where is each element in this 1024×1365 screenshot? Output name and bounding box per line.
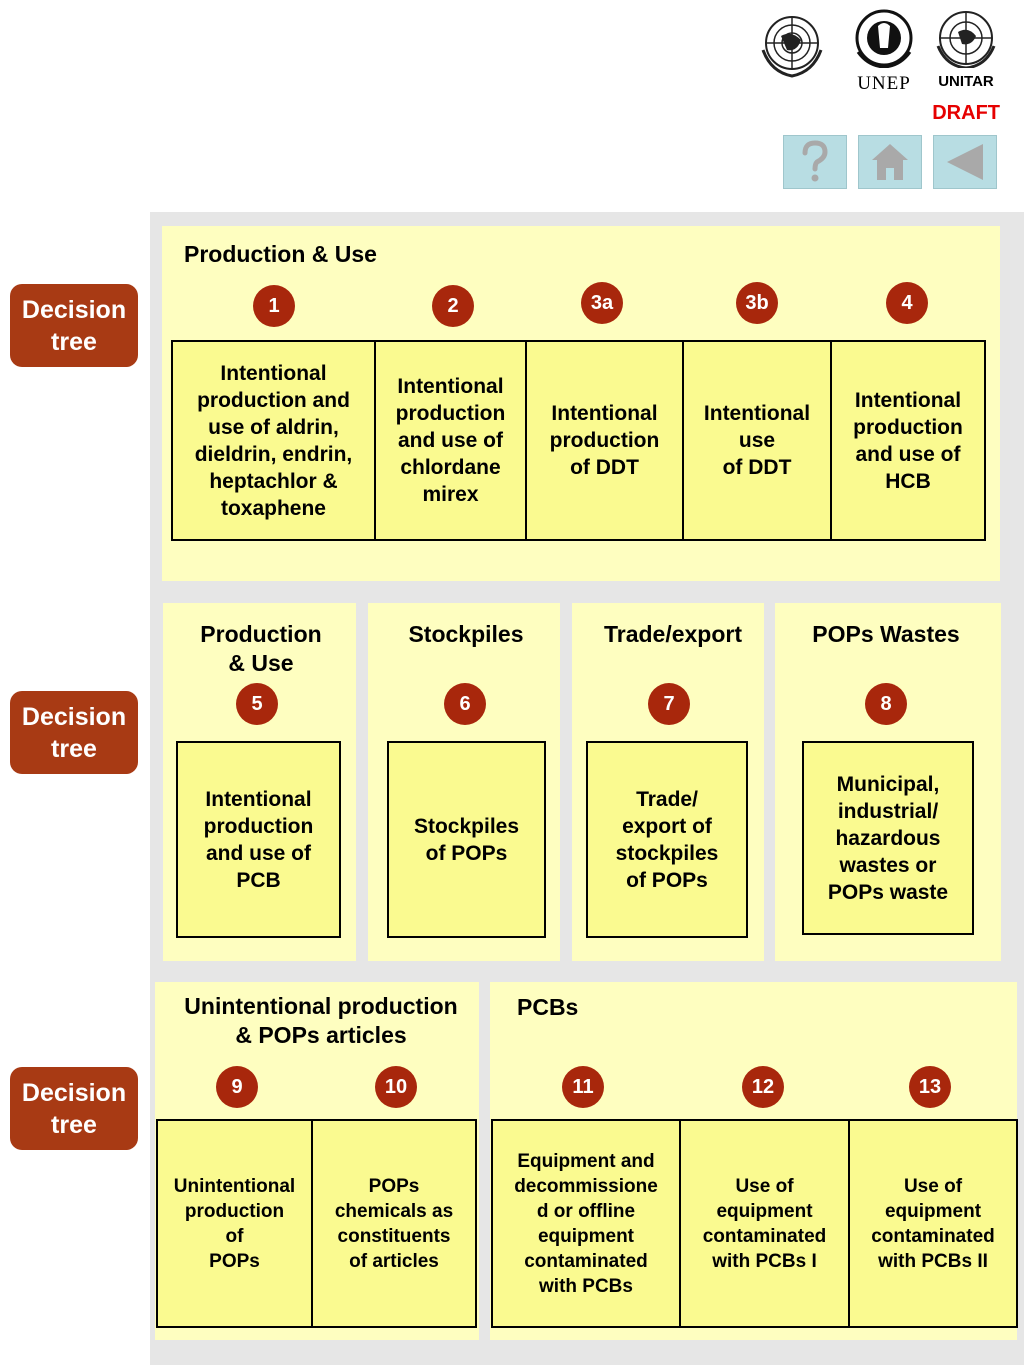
un-emblem bbox=[757, 10, 827, 82]
item-box-pops-articles[interactable]: POPs chemicals as constituents of articl… bbox=[311, 1119, 477, 1328]
section-title: Production & Use bbox=[200, 621, 322, 676]
item-number-badge: 6 bbox=[444, 683, 486, 725]
unep-logo: UNEP bbox=[848, 8, 920, 94]
item-box-hcb[interactable]: Intentional production and use of HCB bbox=[830, 340, 986, 541]
item-box-unintentional-production[interactable]: Unintentional production of POPs bbox=[156, 1119, 313, 1328]
draft-label: DRAFT bbox=[932, 102, 1000, 124]
question-mark-icon bbox=[802, 140, 828, 182]
item-box-wastes[interactable]: Municipal, industrial/ hazardous wastes … bbox=[802, 741, 974, 935]
section-title: Trade/export bbox=[603, 621, 743, 647]
item-box-stockpiles[interactable]: Stockpiles of POPs bbox=[387, 741, 546, 938]
item-number-badge: 9 bbox=[216, 1066, 258, 1108]
unitar-logo: UNITAR bbox=[928, 8, 1004, 90]
back-button[interactable] bbox=[933, 135, 997, 189]
section-title: Stockpiles bbox=[408, 621, 524, 647]
house-icon bbox=[872, 144, 908, 180]
item-number-badge: 8 bbox=[865, 683, 907, 725]
item-number-badge: 11 bbox=[562, 1066, 604, 1108]
home-button[interactable] bbox=[858, 135, 922, 189]
item-number-badge: 1 bbox=[253, 285, 295, 327]
decision-tree-button-3[interactable]: Decision tree bbox=[10, 1067, 138, 1150]
item-box-ddt-production[interactable]: Intentional production of DDT bbox=[525, 340, 684, 541]
item-number-badge: 10 bbox=[375, 1066, 417, 1108]
unep-label: UNEP bbox=[857, 73, 911, 94]
item-box-ddt-use[interactable]: Intentional use of DDT bbox=[682, 340, 832, 541]
item-number-badge: 3a bbox=[581, 282, 623, 324]
item-box-chlordane-mirex[interactable]: Intentional production and use of chlord… bbox=[374, 340, 527, 541]
item-number-badge: 2 bbox=[432, 285, 474, 327]
item-number-badge: 12 bbox=[742, 1066, 784, 1108]
item-number-badge: 13 bbox=[909, 1066, 951, 1108]
item-number-badge: 4 bbox=[886, 282, 928, 324]
unitar-label: UNITAR bbox=[938, 73, 994, 90]
item-box-pcb-use-1[interactable]: Use of equipment contaminated with PCBs … bbox=[679, 1119, 850, 1328]
item-box-pcb-use-2[interactable]: Use of equipment contaminated with PCBs … bbox=[848, 1119, 1018, 1328]
section-title: POPs Wastes bbox=[812, 621, 960, 647]
item-number-badge: 7 bbox=[648, 683, 690, 725]
item-box-aldrin-dieldrin[interactable]: Intentional production and use of aldrin… bbox=[171, 340, 376, 541]
help-button[interactable] bbox=[783, 135, 847, 189]
section-title: Unintentional production & POPs articles bbox=[184, 993, 458, 1048]
decision-tree-button-1[interactable]: Decision tree bbox=[10, 284, 138, 367]
section-title: Production & Use bbox=[184, 241, 377, 267]
decision-tree-button-2[interactable]: Decision tree bbox=[10, 691, 138, 774]
left-triangle-icon bbox=[947, 144, 983, 180]
section-title: PCBs bbox=[517, 994, 579, 1020]
item-number-badge: 3b bbox=[736, 282, 778, 324]
item-number-badge: 5 bbox=[236, 683, 278, 725]
item-box-pcb[interactable]: Intentional production and use of PCB bbox=[176, 741, 341, 938]
item-box-trade-export[interactable]: Trade/ export of stockpiles of POPs bbox=[586, 741, 748, 938]
item-box-pcb-equipment[interactable]: Equipment and decommissione d or offline… bbox=[491, 1119, 681, 1328]
